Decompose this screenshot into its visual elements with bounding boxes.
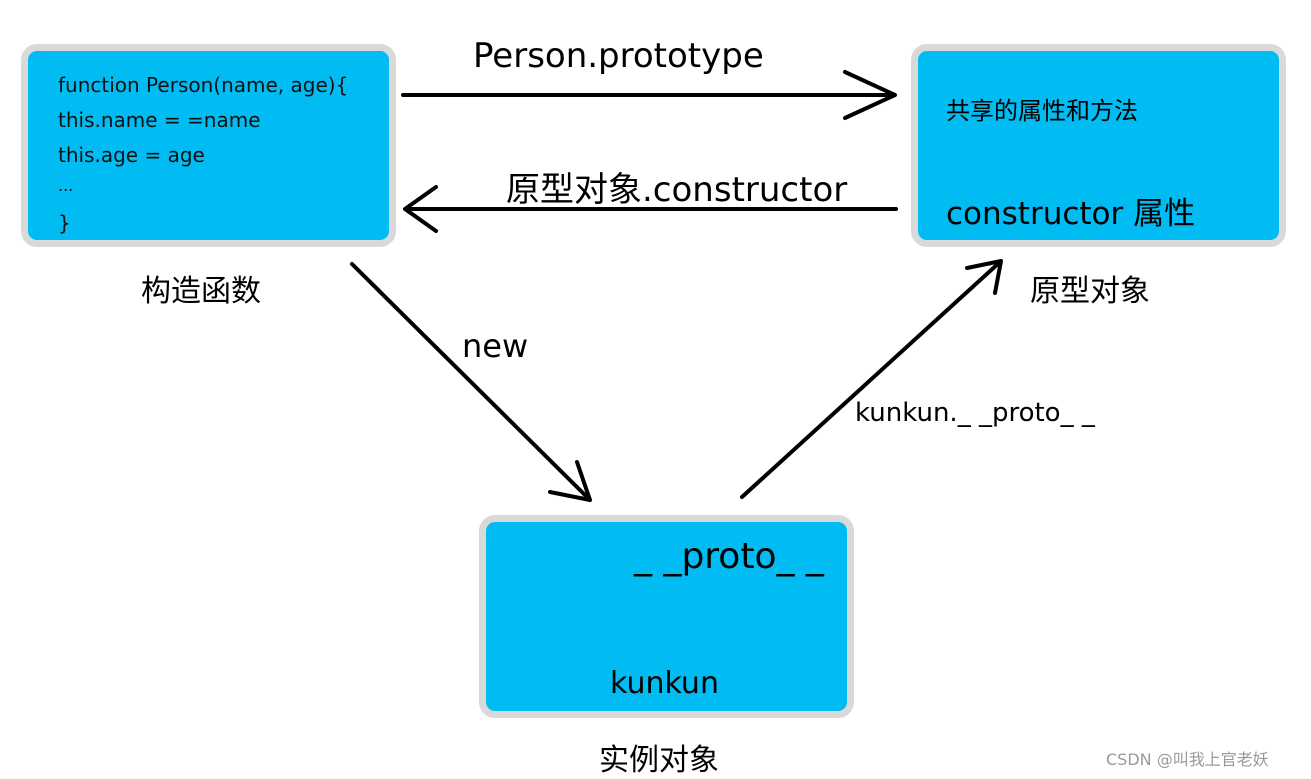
constructor-property-text: constructor 属性	[946, 196, 1196, 232]
code-line: }	[58, 211, 71, 235]
prototype-object-box: 共享的属性和方法 constructor 属性	[911, 44, 1286, 247]
code-line: ...	[58, 176, 74, 195]
code-line: function Person(name, age){	[58, 73, 349, 97]
constructor-arrow	[403, 185, 898, 233]
new-arrow	[350, 262, 592, 502]
watermark-text: CSDN @叫我上官老妖	[1106, 750, 1269, 769]
instance-name-text: kunkun	[610, 666, 719, 701]
code-line: this.age = age	[58, 143, 205, 167]
prototype-arrow-label: Person.prototype	[473, 36, 764, 76]
instance-caption: 实例对象	[599, 743, 719, 778]
new-arrow-label: new	[462, 327, 529, 365]
instance-object-box: _ _proto_ _ kunkun	[479, 515, 854, 718]
proto-property-text: _ _proto_ _	[634, 536, 824, 577]
shared-members-text: 共享的属性和方法	[946, 97, 1138, 125]
prototype-caption: 原型对象	[1030, 274, 1150, 309]
prototype-arrow	[401, 70, 897, 120]
proto-arrow	[740, 259, 1003, 499]
constructor-arrow-label: 原型对象.constructor	[506, 170, 848, 210]
proto-arrow-label: kunkun._ _proto_ _	[855, 398, 1095, 428]
constructor-caption: 构造函数	[141, 274, 261, 309]
constructor-function-box: function Person(name, age){ this.name = …	[21, 44, 396, 247]
code-line: this.name = =name	[58, 108, 261, 132]
